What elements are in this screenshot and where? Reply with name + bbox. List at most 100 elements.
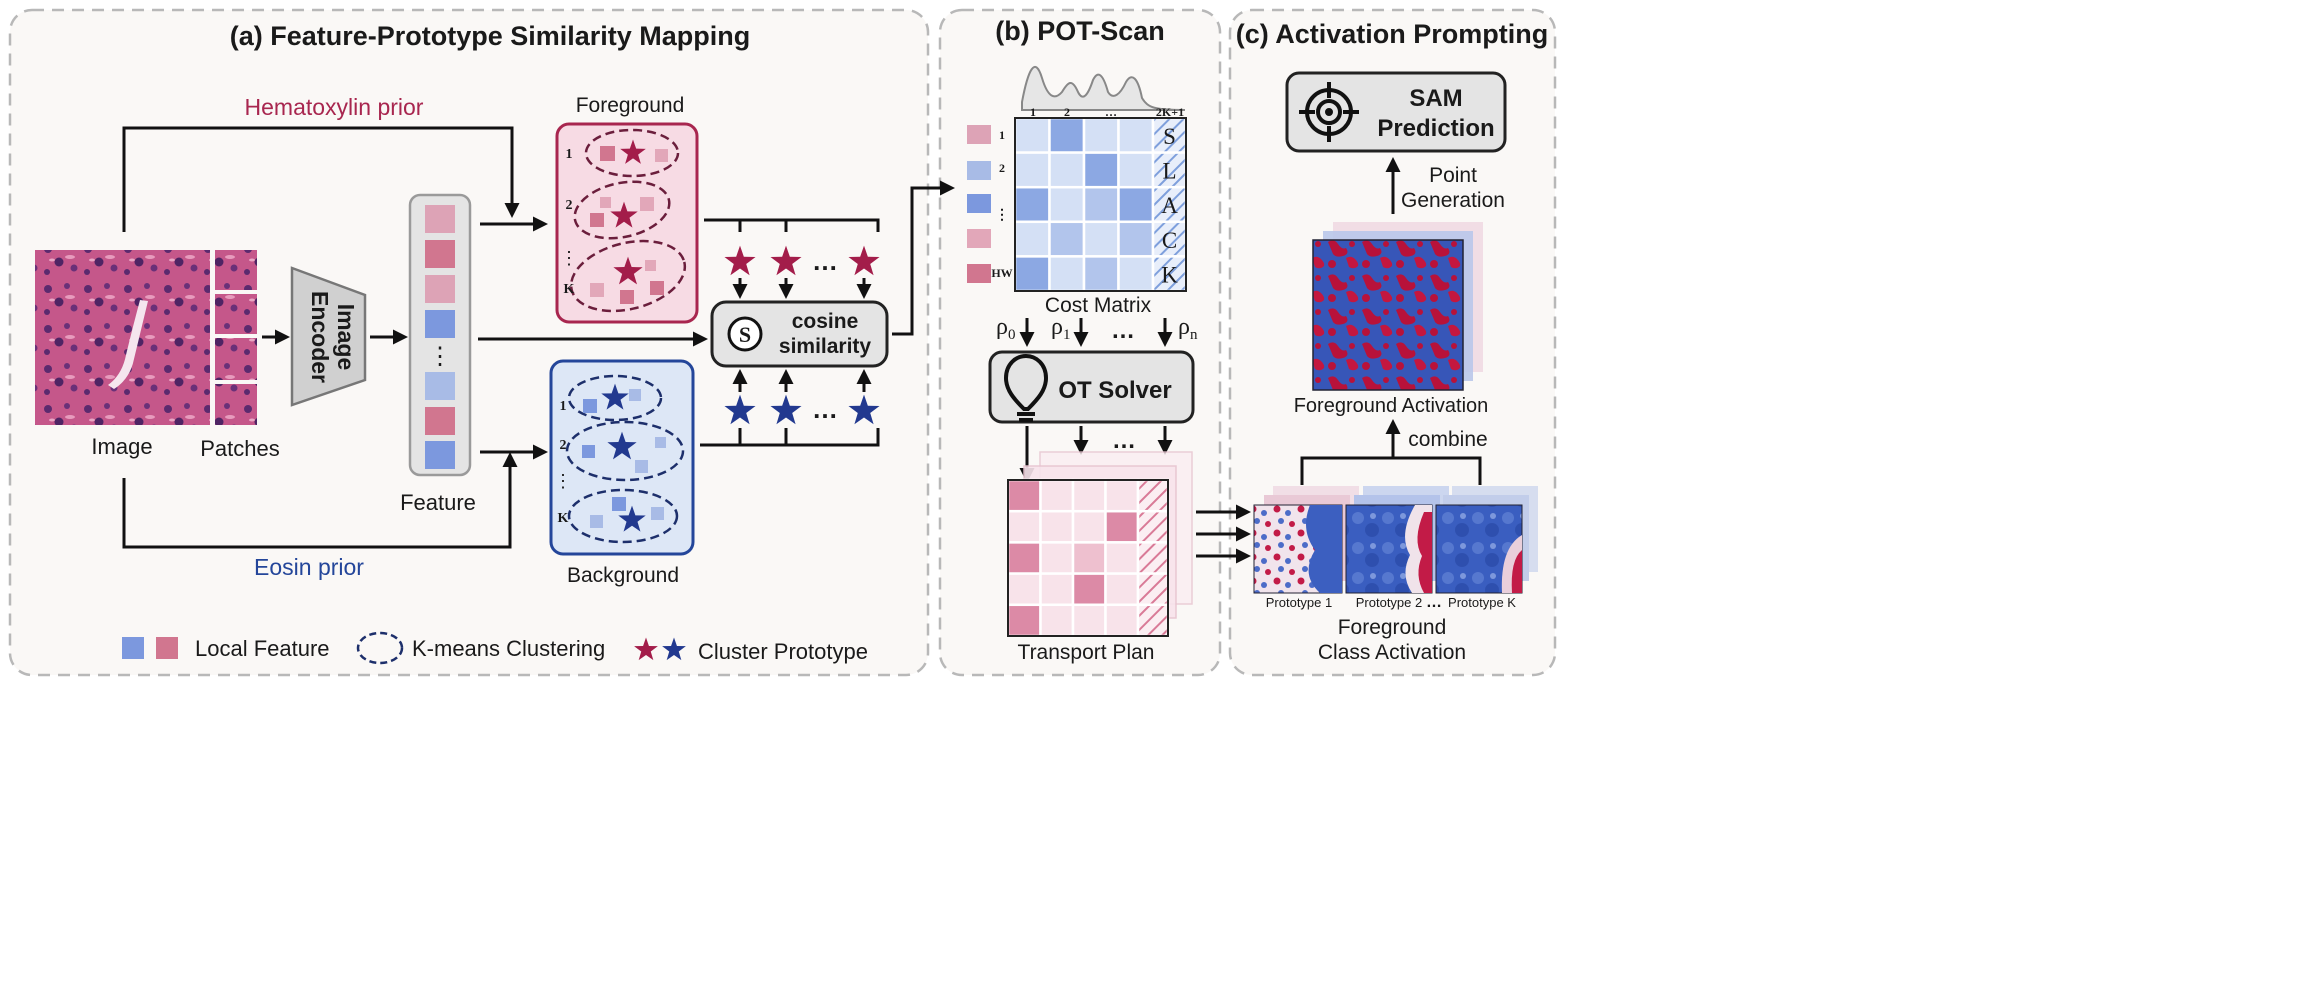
row-label-2: 2 [999,161,1005,175]
target-icon [1299,82,1359,142]
cost-matrix-cell [1013,185,1051,224]
similarity-s-symbol: S [739,322,751,347]
foreground-clusters [569,128,687,313]
fg-class-activation-line1: Foreground [1338,616,1447,639]
slack-letter: A [1161,193,1178,218]
combine-label: combine [1408,428,1487,451]
cost-matrix-cell [1117,116,1155,154]
cost-matrix-cell [1082,185,1120,224]
prototype-2-red [1417,512,1432,593]
patches-label: Patches [200,436,280,461]
panel-b-title: (b) POT-Scan [995,16,1165,46]
slack-letter: K [1161,262,1178,287]
fg-cluster-index-k: K [564,282,575,297]
transport-plan-cell [1039,572,1075,607]
transport-plan-cell [1104,572,1140,607]
cost-matrix-cell [1082,151,1120,189]
cost-matrix-cell [1117,185,1155,224]
cost-matrix-cell [1048,255,1086,293]
transport-plan-cell [1006,478,1042,513]
cost-matrix-cell [1013,255,1051,293]
background-clusters [565,374,685,544]
cosine-label-line1: cosine [792,310,859,333]
cost-matrix-cell [1048,185,1086,224]
row-feature-5 [967,264,991,283]
histology-lumen [108,300,148,389]
transport-plan-cell [1039,603,1075,638]
col-label-2: 2 [1064,105,1070,119]
legend-kmeans: K-means Clustering [412,636,605,661]
transport-plan-cell [1104,541,1140,575]
foreground-label: Foreground [576,94,685,117]
cost-matrix-cell [1082,220,1120,258]
combine-bus [1300,456,1482,485]
distribution-curve [1021,65,1186,111]
fg-class-activation-line2: Class Activation [1318,641,1466,664]
row-feature-1 [967,125,991,144]
row-label-1: 1 [999,128,1005,142]
cosine-label-line2: similarity [779,335,872,358]
transport-slack-cell [1136,603,1170,638]
ot-solver-label: OT Solver [1058,377,1171,404]
cost-matrix-cell [1013,151,1051,189]
image-label: Image [91,434,152,459]
cost-matrix-cell [1117,220,1155,258]
transport-plan-cell [1006,509,1042,544]
legend: Local Feature K-means Clustering Cluster… [122,631,868,665]
transport-plan-cell [1039,541,1075,575]
col-label-2k1: 2K+1 [1156,105,1184,119]
fg-cluster-vdots: ⋮ [560,248,578,268]
foreground-activation-label: Foreground Activation [1294,395,1489,417]
panel-c-title: (c) Activation Prompting [1236,19,1549,49]
cost-matrix-cell [1048,151,1086,189]
point-generation-line2: Generation [1401,189,1505,212]
transport-plan-cell [1006,572,1042,607]
feature-vdots: ⋮ [428,343,452,370]
patches [215,250,257,425]
image-encoder [290,266,367,407]
background-prototype-bus [700,369,880,447]
prototype-k-red [1511,550,1522,593]
transport-slack-cell [1136,509,1170,544]
cost-matrix-cell [1048,116,1086,154]
feature-label: Feature [400,490,476,515]
cosine-similarity-box [710,300,889,368]
prototype-k-label: Prototype K [1448,595,1516,610]
col-label-dots: … [1105,105,1117,119]
fg-prototype-dots: … [812,246,838,276]
fg-cluster-index-1: 1 [566,147,573,162]
feature-cells [425,205,455,469]
transport-plan-cell [1006,603,1042,638]
transport-plan-cell [1104,509,1140,544]
transport-plan-cell [1039,478,1075,513]
bg-cluster-index-1: 1 [560,399,567,414]
rho-arrows [1019,318,1173,347]
row-label-hw: HW [991,266,1012,280]
histology-image [35,250,210,425]
transport-plan-cell [1006,541,1042,575]
bg-cluster-index-2: 2 [560,438,567,453]
transport-slack-cell [1136,478,1170,513]
prototype-1-label: Prototype 1 [1266,595,1333,610]
transport-plan-label: Transport Plan [1018,641,1155,664]
cost-matrix-label: Cost Matrix [1045,294,1152,317]
cost-matrix-cell [1048,220,1086,258]
cost-matrix-border [1014,117,1187,292]
transport-plan [1006,478,1170,638]
bg-cluster-vdots: ⋮ [554,471,572,491]
hematoxylin-prior-label: Hematoxylin prior [245,94,424,120]
sam-label-line1: SAM [1409,85,1462,112]
transport-plan-border [1007,479,1169,637]
legend-pink-square [156,637,178,659]
foreground-activation-map [1312,239,1464,391]
arrows-to-activation [1196,504,1251,564]
row-feature-2 [967,161,991,180]
transport-plan-cell [1071,478,1107,513]
similarity-s-icon [727,316,763,352]
cost-matrix-cell [1082,255,1120,293]
slack-letter: S [1163,124,1176,149]
legend-blue-square [122,637,144,659]
rho-dots: … [1111,317,1135,344]
